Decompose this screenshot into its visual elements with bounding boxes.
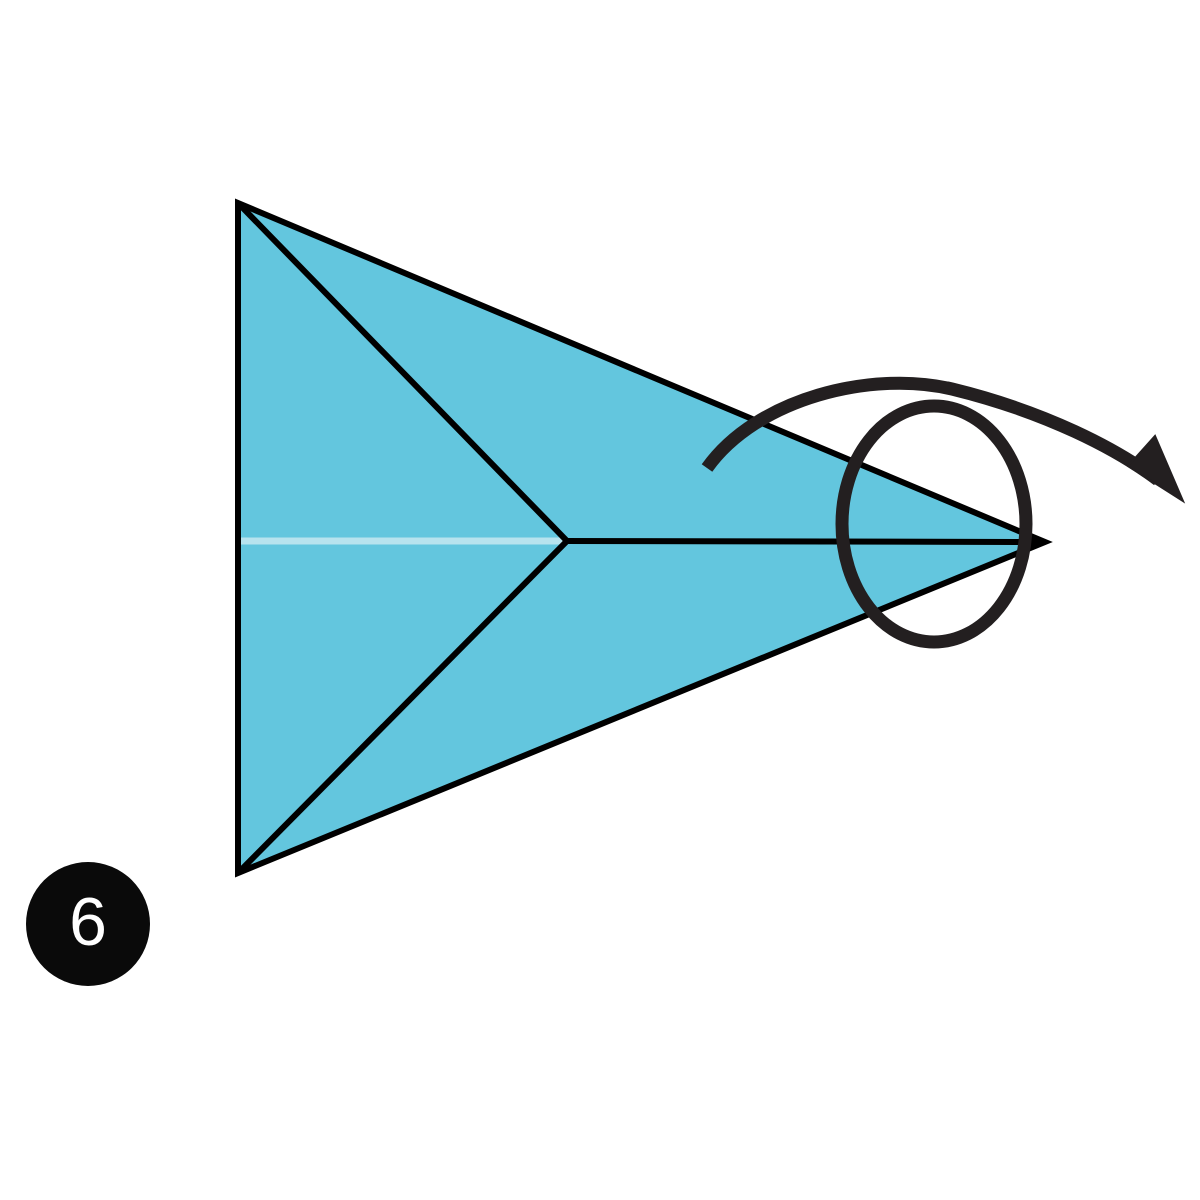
step-number-badge: 6 — [26, 862, 150, 986]
rotate-arrow-arc — [701, 376, 1162, 486]
crease-bottom-diagonal-line — [237, 538, 570, 874]
step-number-label: 6 — [69, 884, 107, 960]
rotate-arrow-head — [1126, 434, 1186, 504]
rotate-arrow-loop — [835, 399, 1033, 649]
crease-center-horizontal-line — [564, 538, 1046, 545]
rotate-flip-arrow-icon — [701, 376, 1186, 649]
paper-shape-group — [235, 198, 1053, 878]
paper-outline — [235, 198, 1053, 878]
paper-body — [238, 203, 1045, 873]
crease-top-diagonal-line — [237, 202, 570, 544]
